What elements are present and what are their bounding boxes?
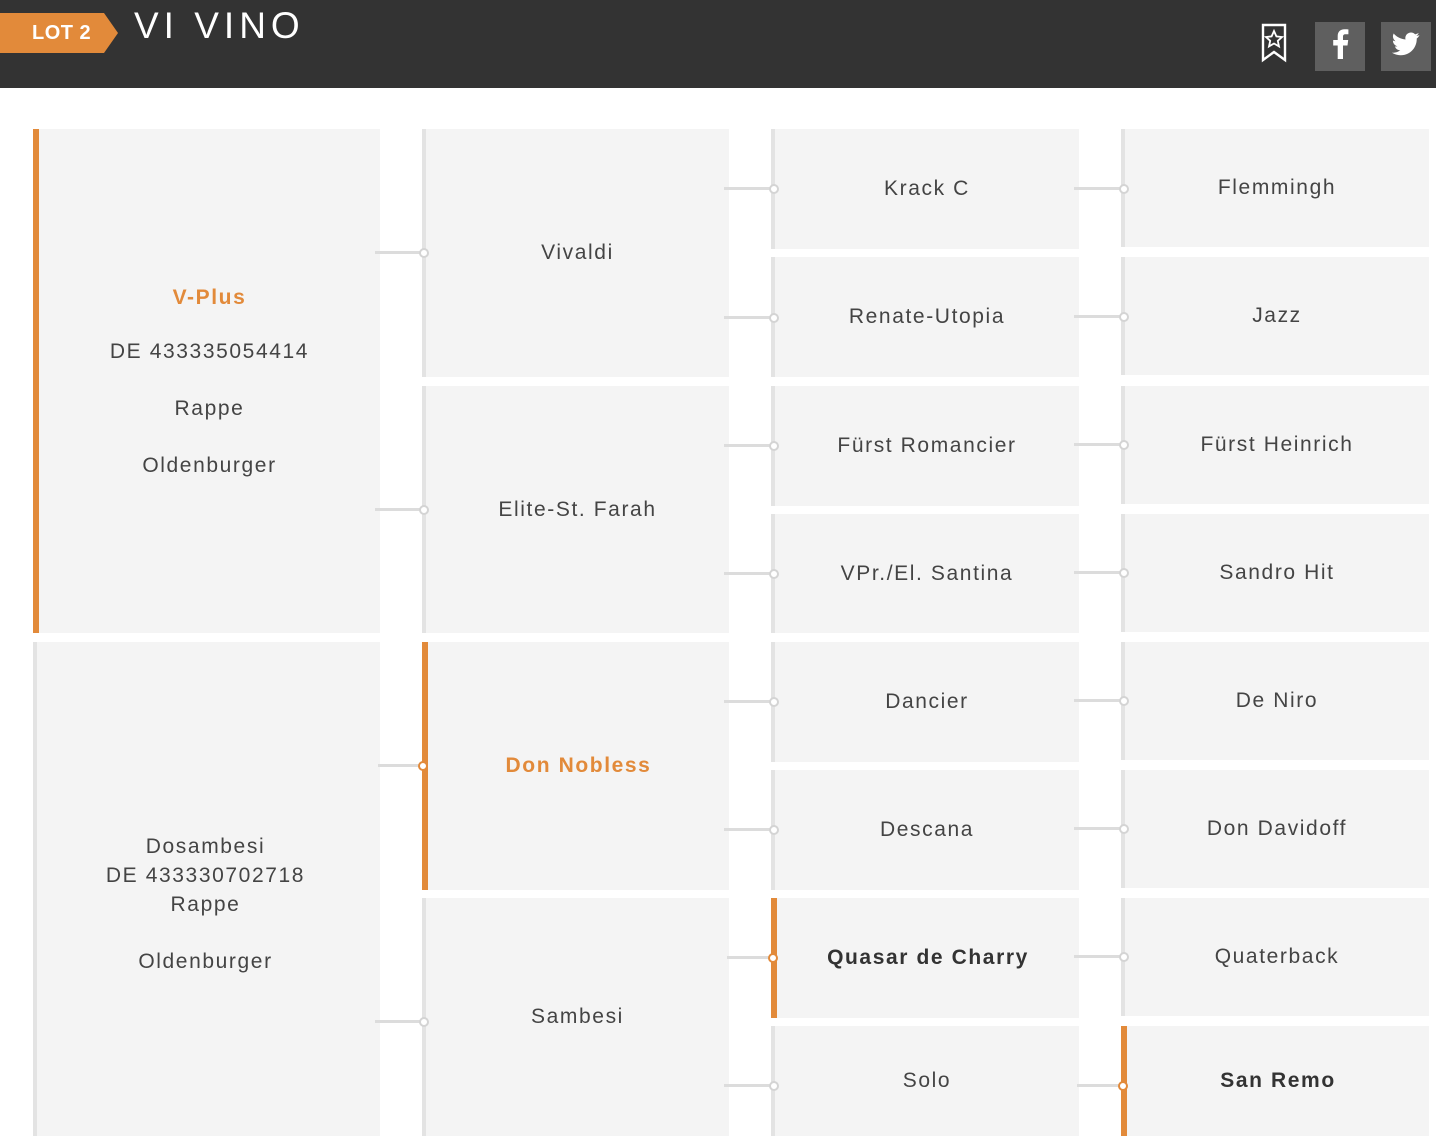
sire-card[interactable]: V-Plus DE 433335054414 Rappe Oldenburger <box>33 129 380 633</box>
connector-dot <box>769 441 779 451</box>
connector-dot <box>769 1081 779 1091</box>
pedigree-node[interactable]: De Niro <box>1121 642 1429 760</box>
connector-line <box>724 1084 774 1087</box>
connector-dot <box>1119 568 1129 578</box>
connector-dot <box>769 313 779 323</box>
connector-dot <box>1119 696 1129 706</box>
connector-line <box>724 572 774 575</box>
header-bar: LOT 2 VI VINO <box>0 0 1436 88</box>
pedigree-node[interactable]: Don Davidoff <box>1121 770 1429 888</box>
connector-dot <box>1119 184 1129 194</box>
dam-card[interactable]: Dosambesi DE 433330702718 Rappe Oldenbur… <box>33 642 380 1136</box>
pedigree-node[interactable]: Dancier <box>771 642 1079 762</box>
connector-line <box>378 764 424 767</box>
pedigree-node[interactable]: Elite-St. Farah <box>422 386 729 633</box>
pedigree-node[interactable]: VPr./El. Santina <box>771 514 1079 633</box>
connector-dot <box>769 697 779 707</box>
facebook-share-button[interactable] <box>1315 22 1365 71</box>
connector-dot-selected <box>768 953 778 963</box>
connector-line <box>375 251 425 254</box>
pedigree-node-selected[interactable]: Quasar de Charry <box>771 898 1079 1018</box>
dam-id: DE 433330702718 <box>105 864 306 887</box>
connector-dot-selected <box>1118 1081 1128 1091</box>
connector-dot <box>1119 952 1129 962</box>
connector-dot <box>419 248 429 258</box>
connector-dot <box>419 1017 429 1027</box>
connector-line <box>724 444 774 447</box>
sire-id: DE 433335054414 <box>109 339 310 363</box>
connector-dot-selected <box>418 761 428 771</box>
pedigree-node[interactable]: Solo <box>771 1026 1079 1136</box>
pedigree-node[interactable]: Descana <box>771 770 1079 890</box>
pedigree-node[interactable]: Fürst Romancier <box>771 386 1079 506</box>
connector-dot <box>769 184 779 194</box>
sire-name: V-Plus <box>172 285 247 309</box>
pedigree-node[interactable]: Jazz <box>1121 257 1429 375</box>
pedigree-node[interactable]: Vivaldi <box>422 129 729 377</box>
pedigree-node[interactable]: Flemmingh <box>1121 129 1429 247</box>
connector-dot <box>1119 440 1129 450</box>
pedigree-node[interactable]: Sambesi <box>422 898 729 1136</box>
dam-coat-color: Rappe <box>170 893 241 916</box>
connector-line <box>1074 699 1124 702</box>
connector-line <box>375 1020 425 1023</box>
twitter-share-button[interactable] <box>1381 22 1431 71</box>
connector-line <box>724 316 774 319</box>
lot-badge: LOT 2 <box>0 13 118 53</box>
bookmark-star-icon[interactable] <box>1260 23 1288 63</box>
connector-line <box>1074 571 1124 574</box>
page-title: VI VINO <box>134 5 305 46</box>
sire-coat-color: Rappe <box>174 396 245 420</box>
facebook-icon <box>1330 29 1350 64</box>
connector-dot <box>769 569 779 579</box>
pedigree-node-selected[interactable]: San Remo <box>1121 1026 1429 1136</box>
dam-breed: Oldenburger <box>138 950 273 973</box>
pedigree-node[interactable]: Quaterback <box>1121 898 1429 1016</box>
connector-line <box>375 508 425 511</box>
pedigree-node[interactable]: Renate-Utopia <box>771 257 1079 377</box>
connector-line <box>1074 827 1124 830</box>
pedigree-node[interactable]: Fürst Heinrich <box>1121 386 1429 504</box>
pedigree-node[interactable]: Krack C <box>771 129 1079 249</box>
pedigree-node[interactable]: Sandro Hit <box>1121 514 1429 632</box>
pedigree-node-selected[interactable]: Don Nobless <box>422 642 729 890</box>
connector-line <box>1074 443 1124 446</box>
connector-dot <box>769 825 779 835</box>
dam-name: Dosambesi <box>145 835 266 858</box>
connector-dot <box>1119 312 1129 322</box>
twitter-icon <box>1391 32 1420 61</box>
connector-line <box>1077 1084 1123 1087</box>
connector-line <box>724 700 774 703</box>
connector-line <box>727 956 773 959</box>
connector-line <box>1074 955 1124 958</box>
connector-line <box>1074 315 1124 318</box>
connector-dot <box>419 505 429 515</box>
sire-breed: Oldenburger <box>142 453 277 477</box>
connector-dot <box>1119 824 1129 834</box>
connector-line <box>724 828 774 831</box>
connector-line <box>724 187 774 190</box>
connector-line <box>1074 187 1124 190</box>
